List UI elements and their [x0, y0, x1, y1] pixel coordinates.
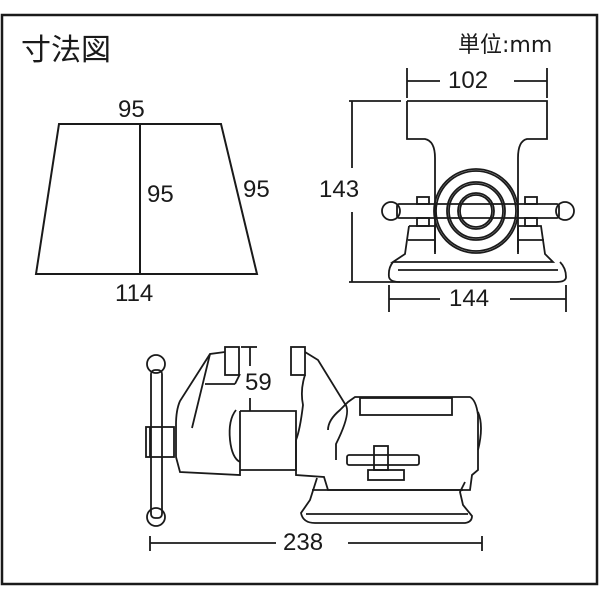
- jaw-side-length-label: 95: [243, 176, 270, 203]
- page-title: 寸法図: [21, 33, 111, 68]
- jaw-trapezoid-shape: [34, 123, 259, 275]
- unit-label: 単位:mm: [458, 33, 553, 58]
- frame-border: [0, 13, 599, 586]
- jaw-bottom-width-label: 114: [115, 280, 154, 307]
- front-view-dimensions: [349, 68, 567, 312]
- overall-length-dimension: [149, 536, 483, 551]
- jaw-center-height-label: 95: [147, 181, 174, 208]
- side-view-vise: [145, 346, 482, 527]
- side-jaw-opening-label: 59: [245, 369, 272, 396]
- front-jaw-width-label: 102: [448, 67, 489, 94]
- front-view-vise: [381, 100, 575, 283]
- side-overall-length-label: 238: [283, 529, 324, 556]
- jaw-top-width-label: 95: [118, 96, 145, 123]
- front-base-width-label: 144: [449, 285, 490, 312]
- front-height-label: 143: [319, 176, 360, 203]
